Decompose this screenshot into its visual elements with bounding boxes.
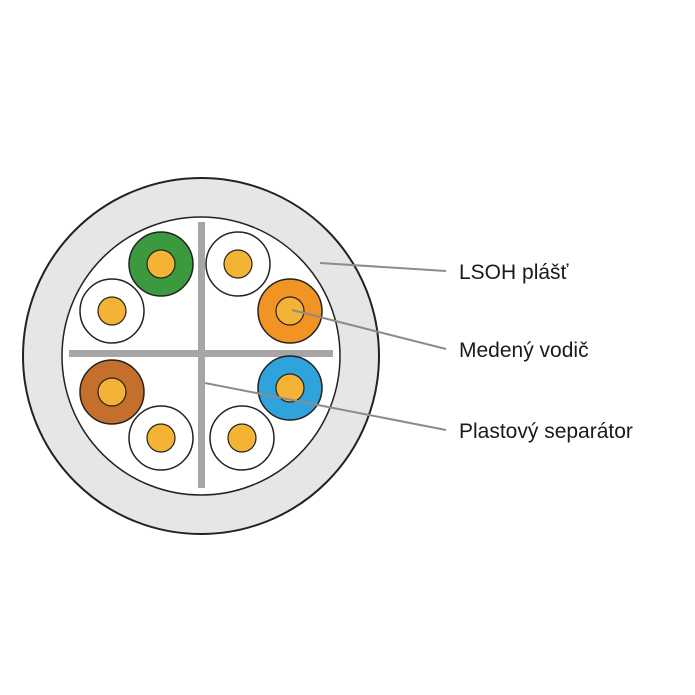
wire-green-copper-core [146, 249, 176, 279]
label-lsoh-jacket: LSOH plášť [459, 261, 570, 284]
wire-orange [257, 278, 323, 344]
wire-white-brown [128, 405, 194, 471]
wire-blue [257, 355, 323, 421]
wire-brown [79, 359, 145, 425]
wire-white-brown-copper-core [146, 423, 176, 453]
wire-white-blue-copper-core [227, 423, 257, 453]
wire-brown-copper-core [97, 377, 127, 407]
wire-white-green [79, 278, 145, 344]
wire-group [79, 231, 323, 471]
plastic-separator [69, 222, 333, 488]
leader-line-separator [204, 382, 447, 431]
wire-blue-copper-core [275, 373, 305, 403]
wire-white-orange [205, 231, 271, 297]
label-copper-conductor: Medený vodič [459, 339, 589, 362]
wire-white-green-copper-core [97, 296, 127, 326]
leader-line-jacket [319, 262, 447, 272]
wire-green [128, 231, 194, 297]
wire-white-orange-copper-core [223, 249, 253, 279]
wire-orange-copper-core [275, 296, 305, 326]
leader-line-conductor [291, 309, 447, 350]
wire-white-blue [209, 405, 275, 471]
label-plastic-separator: Plastový separátor [459, 420, 633, 443]
